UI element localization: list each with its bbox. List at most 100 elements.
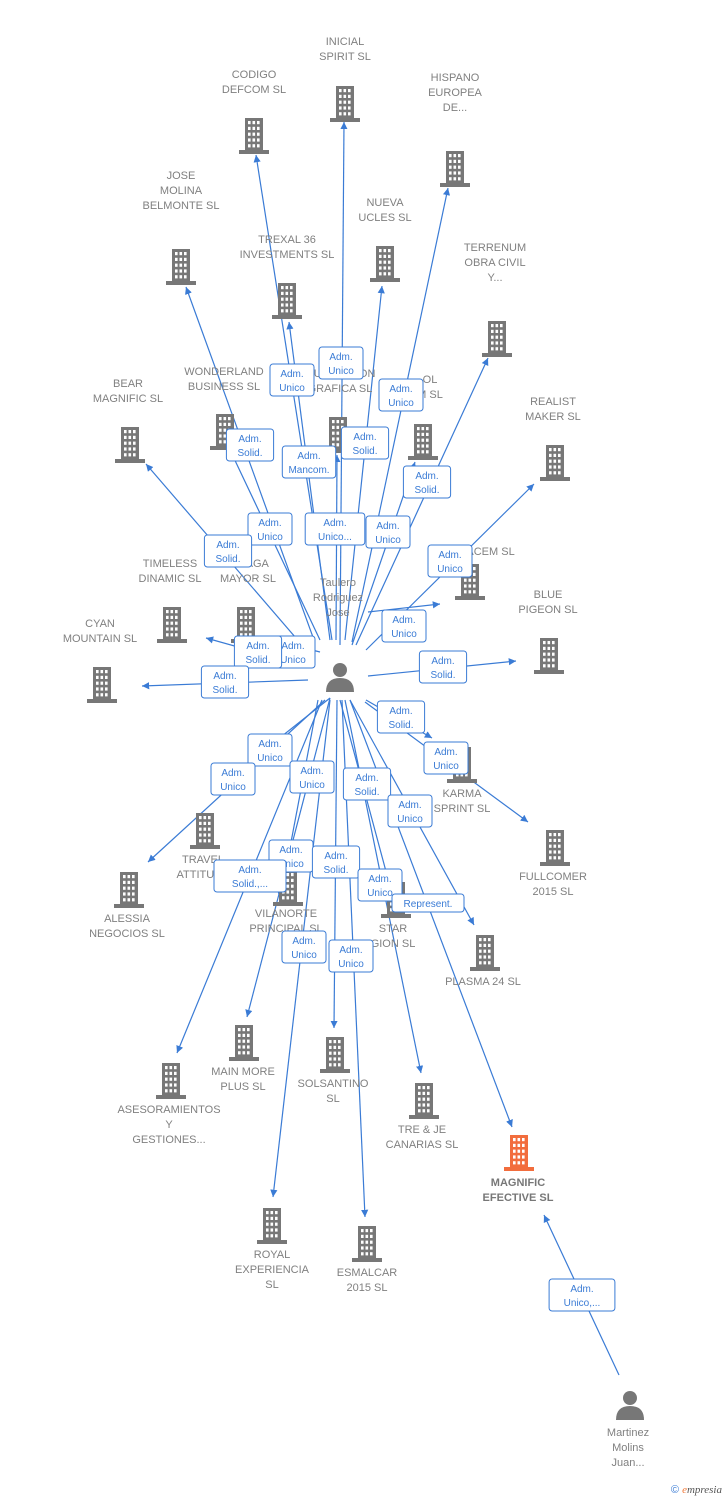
relation-badge-r8[interactable]: Adm.Unico	[247, 512, 293, 546]
building-window	[290, 291, 293, 295]
relation-badge-text: Unico...	[318, 532, 352, 543]
relation-badge-r18[interactable]: Adm.Solid.	[376, 700, 426, 734]
node-label-line: PLASMA 24 SL	[445, 976, 521, 988]
relation-badge-r15[interactable]: Adm.Solid.	[233, 635, 283, 669]
company-node-c27[interactable]: ASESORAMIENTOSYGESTIONES...	[117, 1063, 221, 1146]
building-base	[257, 1240, 287, 1244]
building-window	[174, 1066, 177, 1070]
relation-badge-r20[interactable]: Adm.Unico	[423, 741, 469, 775]
building-window	[558, 838, 561, 842]
relation-badge-r23[interactable]: Adm.Solid.	[342, 767, 392, 801]
building-window	[333, 1063, 337, 1067]
building-window	[547, 652, 551, 656]
building-window	[174, 1071, 177, 1075]
relation-badge-r16[interactable]: Adm.Solid.	[418, 650, 468, 684]
building-window	[333, 1045, 337, 1049]
building-window	[249, 610, 252, 614]
building-window	[418, 1103, 421, 1107]
relation-badge-r28[interactable]: Adm.Unico	[357, 868, 403, 902]
relation-badge-r7[interactable]: Adm.Solid.	[402, 465, 452, 499]
node-label-line: SL	[265, 1279, 278, 1291]
relation-badge-r6[interactable]: Adm.Mancom.	[281, 445, 337, 479]
company-node-c24[interactable]: PLASMA 24 SL	[445, 935, 521, 988]
relation-badge-r9[interactable]: Adm.Unico...	[304, 512, 366, 546]
relation-badge-r21[interactable]: Adm.Unico	[210, 762, 256, 796]
node-label-line: Juan...	[611, 1457, 644, 1469]
relation-badge-r10[interactable]: Adm.Unico	[365, 515, 411, 549]
building-window	[464, 578, 467, 582]
relation-badge-text: Adm.	[339, 945, 362, 956]
building-window	[388, 266, 391, 270]
relation-badge-r12[interactable]: Adm.Unico	[427, 544, 473, 578]
relation-badge-box	[203, 534, 253, 568]
building-window	[522, 1155, 525, 1159]
relation-badge-text: Represent.	[404, 899, 453, 910]
relation-badge-text: Adm.	[434, 747, 457, 758]
building-icon	[370, 246, 400, 282]
building-window	[199, 833, 202, 837]
relation-badge-r32[interactable]: Adm.Unico,...	[548, 1278, 616, 1312]
relation-badge-r2[interactable]: Adm.Unico	[269, 363, 315, 397]
building-window	[453, 159, 457, 163]
relation-badge-text: Adm.	[431, 656, 454, 667]
relation-badge-r30[interactable]: Adm.Unico	[281, 930, 327, 964]
relation-badge-r31[interactable]: Adm.Unico	[328, 939, 374, 973]
building-window	[123, 880, 126, 884]
relation-badge-text: Adm.	[280, 369, 303, 380]
relation-badge-r5[interactable]: Adm.Solid.	[340, 426, 390, 460]
relation-badge-r22[interactable]: Adm.Unico	[289, 760, 335, 794]
building-window	[418, 1109, 421, 1113]
person-node-p2[interactable]: MartinezMolinsJuan...	[607, 1391, 649, 1469]
company-node-c3[interactable]: HISPANOEUROPEADE...	[428, 72, 483, 187]
building-window	[453, 177, 457, 181]
relation-badge-r27[interactable]: Adm.Solid.	[311, 845, 361, 879]
building-window	[133, 435, 136, 439]
building-window	[285, 291, 289, 295]
relation-badge-r26[interactable]: Adm.Solid.,...	[213, 859, 287, 893]
company-node-c15[interactable]: JAVAGAMAYOR SL	[220, 558, 276, 643]
node-label-line: Martinez	[607, 1427, 649, 1439]
relation-badge-r11[interactable]: Adm.Solid.	[203, 534, 253, 568]
relation-badge-r29[interactable]: Represent.	[391, 893, 465, 913]
building-window	[513, 1149, 516, 1153]
relation-badge-r17[interactable]: Adm.Solid.	[200, 665, 250, 699]
relation-badge-r1[interactable]: Adm.Unico	[318, 346, 364, 380]
building-window	[175, 269, 178, 273]
building-window	[244, 633, 248, 637]
building-window	[240, 615, 243, 619]
building-icon	[157, 607, 187, 643]
building-window	[281, 309, 284, 313]
relation-badge-r3[interactable]: Adm.Unico	[378, 378, 424, 412]
building-window	[338, 1040, 341, 1044]
relation-badge-r24[interactable]: Adm.Unico	[387, 794, 433, 828]
building-window	[124, 453, 127, 457]
relation-badge-r19[interactable]: Adm.Unico	[247, 733, 293, 767]
building-window	[332, 420, 335, 424]
company-node-c11[interactable]: OLM SL	[408, 374, 443, 460]
relation-badge-r4[interactable]: Adm.Solid.	[225, 428, 275, 462]
building-window	[473, 572, 476, 576]
building-base	[455, 596, 485, 600]
relation-badge-r13[interactable]: Adm.Unico	[381, 609, 427, 643]
